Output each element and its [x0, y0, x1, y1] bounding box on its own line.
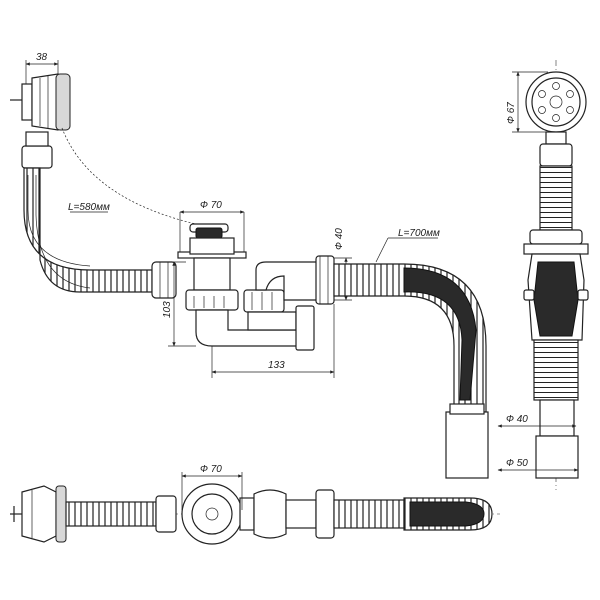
overflow-neck: [25, 131, 49, 147]
side-grate-neck: [545, 131, 567, 145]
overflow-nut: [21, 145, 53, 169]
side-nut: [539, 143, 573, 167]
top-trap: [181, 483, 335, 545]
side-corrugated-hose: [539, 165, 573, 231]
plug-chain: [61, 127, 201, 226]
dim-overflow-offset: 38: [25, 52, 59, 84]
top-outlet-hose: [333, 497, 493, 531]
dim-outlet-hose-length: L=700мм: [398, 228, 440, 239]
dim-trap-height: 103: [162, 261, 196, 347]
trap-body: [185, 255, 335, 351]
side-tail-pipe: [535, 435, 579, 479]
dim-trap-top-diameter-label: Ф 70: [200, 200, 222, 211]
dim-side-tail-diameter: Ф 50: [497, 458, 579, 472]
dim-side-grate-diameter: Ф 67: [506, 71, 548, 133]
dim-side-tail-diameter-label: Ф 50: [506, 458, 528, 469]
dim-outlet-diameter-top-label: Ф 40: [334, 228, 345, 250]
top-view: Ф 70: [10, 464, 500, 545]
top-overflow-head: [10, 485, 67, 543]
side-trap-collar: [529, 229, 583, 245]
side-trap-flange: [523, 243, 589, 255]
dim-side-outlet-diameter-label: Ф 40: [506, 414, 528, 425]
dim-trap-width-label: 133: [268, 360, 285, 371]
dim-side-outlet-diameter: Ф 40: [497, 414, 577, 428]
dim-overflow-offset-label: 38: [36, 52, 48, 63]
side-lower-hose: [533, 339, 579, 401]
dim-side-grate-diameter-label: Ф 67: [506, 102, 517, 124]
top-overflow-hose: [65, 501, 157, 527]
front-view: 38 L=580мм Ф 70: [10, 52, 489, 479]
side-outlet-pipe: [539, 399, 575, 437]
dim-bottom-trap-diameter-label: Ф 70: [200, 464, 222, 475]
dim-trap-height-label: 103: [162, 301, 173, 318]
dim-trap-width: 133: [211, 304, 335, 378]
dim-trap-top-diameter: Ф 70: [179, 200, 245, 252]
overflow-corrugated-hose: [23, 167, 153, 293]
side-grate: [525, 71, 587, 133]
overflow-head: [10, 73, 71, 131]
hose-connector-nut: [151, 261, 177, 299]
outlet-corrugated-hose: [333, 263, 489, 479]
dim-bottom-trap-diameter: Ф 70: [181, 464, 243, 510]
drain-plug: [177, 223, 247, 259]
top-hose-nut: [155, 495, 177, 533]
dim-overflow-hose-length: L=580мм: [68, 202, 110, 213]
side-view: Ф 67 Ф 40 Ф 50: [497, 60, 589, 490]
